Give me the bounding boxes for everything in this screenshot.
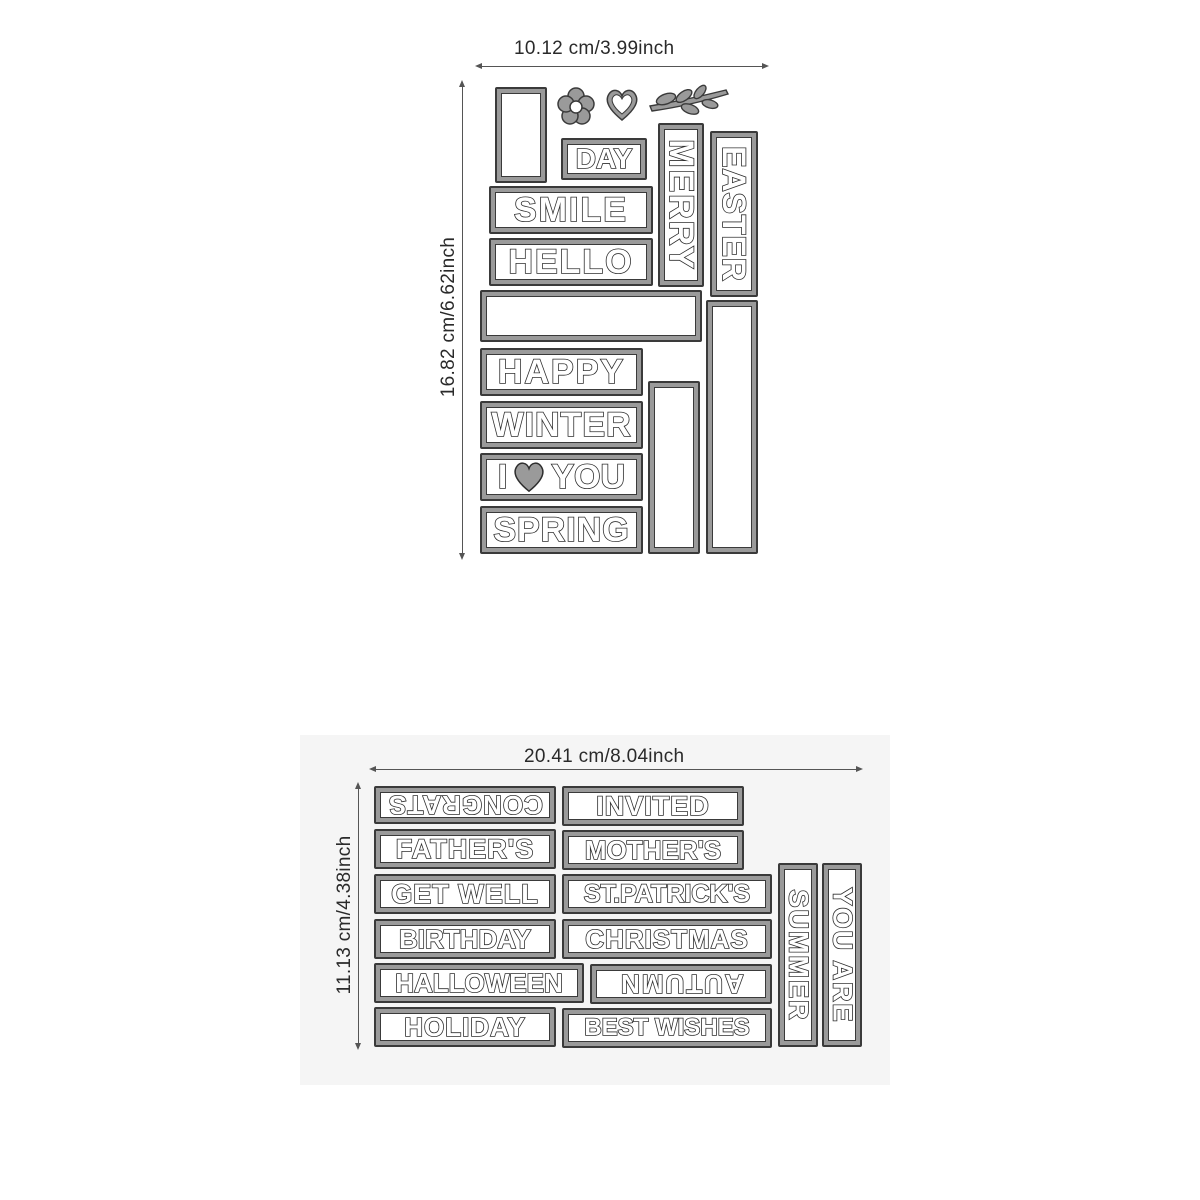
die-word-fathers-text: FATHER'S bbox=[395, 833, 535, 864]
die-word-holiday-text: HOLIDAY bbox=[403, 1012, 526, 1042]
die-word-best-wishes: BEST WISHES bbox=[562, 1008, 772, 1048]
leaf-sprig-icon bbox=[649, 84, 729, 115]
die-word-summer-text: SUMMER bbox=[783, 888, 815, 1022]
die-word-i-text: I bbox=[497, 458, 508, 496]
die-word-best-wishes-text: BEST WISHES bbox=[584, 1014, 751, 1041]
top-height-line bbox=[462, 82, 463, 558]
die-word-mothers-text: MOTHER'S bbox=[584, 835, 722, 865]
die-word-congrats-text: CONGRATS bbox=[387, 789, 543, 821]
die-word-mothers: MOTHER'S bbox=[562, 830, 744, 870]
arrow-left-icon bbox=[369, 766, 376, 772]
die-word-happy: HAPPY bbox=[480, 348, 643, 396]
die-word-smile-text: SMILE bbox=[513, 191, 628, 229]
die-word-i-love-you: I YOU bbox=[480, 453, 643, 501]
die-word-autumn: AUTUMN bbox=[590, 964, 772, 1004]
bottom-width-label: 20.41 cm/8.04inch bbox=[524, 746, 685, 767]
die-word-christmas-text: CHRISTMAS bbox=[584, 924, 749, 954]
die-word-hello: HELLO bbox=[489, 238, 653, 286]
die-word-autumn-text: AUTUMN bbox=[618, 968, 744, 1000]
die-word-invited: INVITED bbox=[562, 786, 744, 826]
arrow-left-icon bbox=[475, 63, 482, 69]
die-word-christmas: CHRISTMAS bbox=[562, 919, 772, 959]
die-word-easter-text: EASTER bbox=[715, 145, 753, 282]
die-word-halloween-text: HALLOWEEN bbox=[394, 968, 563, 998]
arrow-down-icon bbox=[355, 1043, 361, 1050]
blank-frame-wide bbox=[480, 290, 702, 342]
arrow-right-icon bbox=[762, 63, 769, 69]
die-word-merry-text: MERRY bbox=[661, 138, 701, 271]
arrow-right-icon bbox=[856, 766, 863, 772]
die-word-you-are-text: YOU ARE bbox=[827, 886, 859, 1024]
bottom-height-line bbox=[358, 784, 359, 1048]
die-word-day: DAY bbox=[561, 138, 647, 180]
die-word-st-patricks-text: ST.PATRICK'S bbox=[583, 879, 751, 908]
die-word-holiday: HOLIDAY bbox=[374, 1007, 556, 1047]
die-word-spring: SPRING bbox=[480, 506, 643, 554]
die-word-birthday-text: BIRTHDAY bbox=[398, 924, 532, 954]
die-word-easter: EASTER bbox=[710, 131, 758, 297]
blank-frame-long-right bbox=[706, 300, 758, 554]
die-word-congrats: CONGRATS bbox=[374, 786, 556, 824]
die-word-you-text: YOU bbox=[551, 458, 626, 496]
blank-frame-tall bbox=[495, 87, 547, 183]
die-word-day-text: DAY bbox=[575, 143, 633, 174]
die-word-get-well-text: GET WELL bbox=[390, 878, 539, 909]
top-width-label: 10.12 cm/3.99inch bbox=[514, 38, 675, 59]
flower-icon bbox=[557, 87, 595, 125]
die-word-birthday: BIRTHDAY bbox=[374, 919, 556, 959]
arrow-up-icon bbox=[459, 80, 465, 87]
heart-icon bbox=[514, 462, 545, 493]
die-word-halloween: HALLOWEEN bbox=[374, 963, 584, 1003]
die-word-st-patricks: ST.PATRICK'S bbox=[562, 874, 772, 914]
bottom-width-line bbox=[372, 769, 860, 770]
die-word-winter-text: WINTER bbox=[491, 406, 632, 444]
die-word-fathers: FATHER'S bbox=[374, 829, 556, 869]
top-die-set: 10.12 cm/3.99inch 16.82 cm/6.62inch DAY bbox=[438, 38, 769, 560]
arrow-up-icon bbox=[355, 782, 361, 789]
blank-frame-long-middle bbox=[648, 381, 700, 554]
heart-icon bbox=[606, 89, 638, 121]
die-word-happy-text: HAPPY bbox=[497, 353, 626, 391]
die-word-winter: WINTER bbox=[480, 401, 643, 449]
die-word-merry: MERRY bbox=[658, 123, 704, 287]
die-word-hello-text: HELLO bbox=[508, 243, 634, 281]
arrow-down-icon bbox=[459, 553, 465, 560]
die-word-spring-text: SPRING bbox=[493, 511, 630, 549]
die-word-smile: SMILE bbox=[489, 186, 653, 234]
top-width-line bbox=[478, 66, 766, 67]
die-word-summer: SUMMER bbox=[778, 863, 818, 1047]
bottom-height-label: 11.13 cm/4.38inch bbox=[334, 835, 355, 995]
die-word-invited-text: INVITED bbox=[595, 790, 710, 821]
die-word-get-well: GET WELL bbox=[374, 874, 556, 914]
die-word-you-are: YOU ARE bbox=[822, 863, 862, 1047]
